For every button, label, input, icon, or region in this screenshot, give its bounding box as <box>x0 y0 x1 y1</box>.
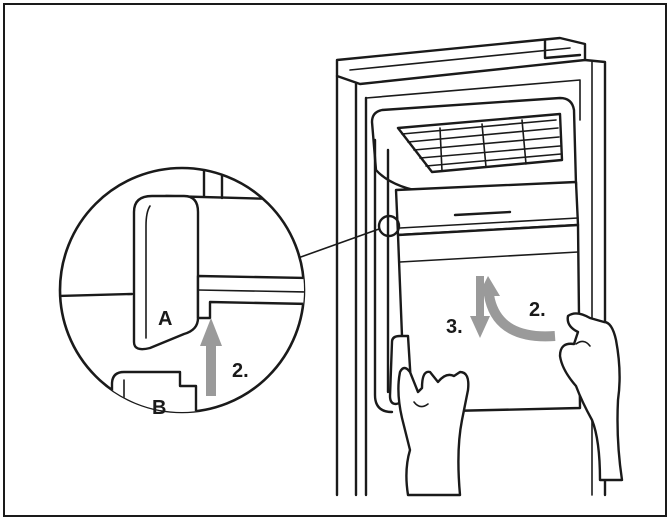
vent-slat-1 <box>401 119 557 135</box>
door-top-cap <box>335 36 587 86</box>
right-hand-knuckle <box>575 340 591 347</box>
band-lower-edge <box>399 217 579 229</box>
arrow-lift-detail-shaft <box>206 344 216 396</box>
gasket-top <box>365 79 581 121</box>
door-top-edge <box>349 47 571 71</box>
label-part-a: A <box>158 308 172 330</box>
detail-shelf-edge <box>197 289 304 293</box>
detail-callout-circle <box>377 214 401 238</box>
vent-divider-3 <box>521 119 527 165</box>
detail-leader-line <box>297 228 380 259</box>
left-rail-outer <box>373 138 394 414</box>
magnified-detail: A B 2. <box>58 166 306 419</box>
door-top-hinge <box>543 38 582 60</box>
arrow-down-main <box>470 276 490 338</box>
label-step-lift-main: 2. <box>529 299 546 321</box>
part-a-hook <box>132 194 200 351</box>
vent-divider-2 <box>481 123 487 168</box>
label-step-down-main: 3. <box>446 316 463 338</box>
detail-left-seam <box>60 292 134 298</box>
left-hand <box>397 366 470 497</box>
left-hand-shape <box>397 366 470 497</box>
figure-border <box>3 3 667 517</box>
vent-housing <box>370 96 578 195</box>
part-a-inner-edge <box>145 205 151 339</box>
ice-dispenser-unit <box>370 96 582 414</box>
label-step-lift-detail: 2. <box>232 360 249 382</box>
detail-shelf-part <box>196 274 304 320</box>
right-hand <box>558 312 624 482</box>
arrow-lift-detail-head <box>200 318 222 346</box>
refrigerator-door <box>335 36 607 497</box>
vent-slat-4 <box>419 145 561 159</box>
arrow-down-main-shaft <box>476 276 484 318</box>
vent-divider-1 <box>439 127 443 172</box>
arrow-down-main-head <box>470 316 490 338</box>
band-slot <box>453 210 512 217</box>
label-part-b: B <box>152 397 166 419</box>
vent-slat-3 <box>413 136 560 151</box>
vent-slat-5 <box>425 153 562 167</box>
arrow-lift-main-shaft <box>483 289 556 342</box>
bucket-rim <box>399 251 579 263</box>
left-hand-knuckle <box>413 401 429 408</box>
right-hand-shape <box>558 312 624 482</box>
